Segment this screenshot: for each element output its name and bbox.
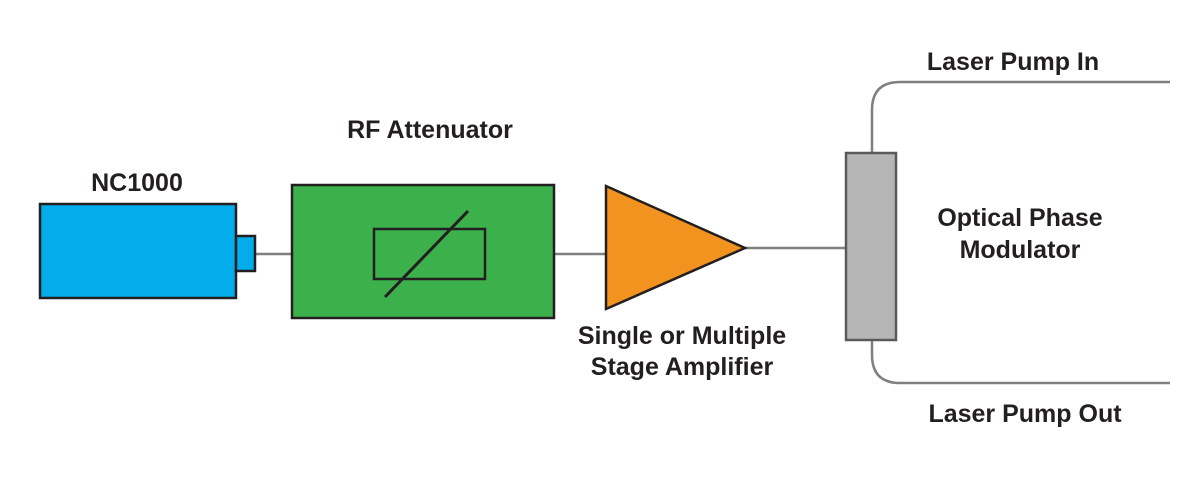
fiber-pump-in	[870, 80, 1170, 155]
label-modulator-line1: Optical Phase	[937, 204, 1102, 232]
fiber-pump-out	[870, 338, 1170, 385]
label-nc1000: NC1000	[91, 169, 183, 197]
connector-nc1000-output[interactable]	[234, 234, 257, 273]
block-nc1000[interactable]	[38, 202, 238, 300]
label-amplifier-line2: Stage Amplifier	[591, 353, 774, 381]
variable-resistor-icon	[372, 209, 487, 299]
label-laser-pump-in: Laser Pump In	[927, 48, 1099, 76]
label-laser-pump-out: Laser Pump Out	[928, 400, 1122, 428]
block-rf-attenuator[interactable]	[290, 183, 556, 320]
variable-arrow-icon	[383, 209, 470, 299]
block-optical-phase-modulator[interactable]	[844, 151, 898, 342]
label-amplifier-line1: Single or Multiple	[578, 322, 786, 350]
label-modulator-line2: Modulator	[960, 236, 1081, 264]
label-rf-attenuator: RF Attenuator	[347, 116, 513, 144]
resistor-body-icon	[372, 227, 487, 281]
block-amplifier[interactable]	[604, 184, 749, 311]
